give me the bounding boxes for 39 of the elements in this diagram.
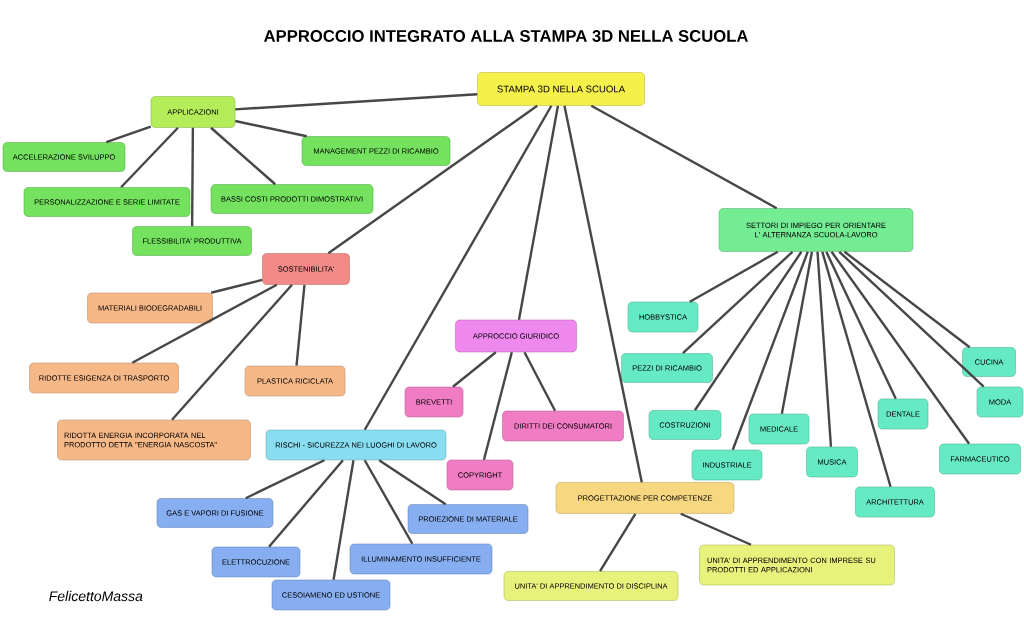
connector-line (120, 126, 179, 189)
connector-line (517, 105, 560, 320)
connector-line (105, 125, 152, 144)
connector-line (590, 104, 778, 210)
connector-line (245, 459, 325, 500)
connector-line (210, 278, 263, 294)
connector-line (843, 250, 971, 349)
connector-line (599, 513, 637, 572)
title: APPROCCIO INTEGRATO ALLA STAMPA 3D NELLA SCUOLA (264, 30, 748, 42)
connector-line (295, 284, 306, 366)
connector-line (682, 250, 794, 355)
topic-box: STAMPA 3D NELLA SCUOLA (477, 72, 645, 106)
connector-line (680, 512, 752, 546)
connector-line (838, 250, 985, 388)
connector-line (482, 351, 513, 461)
connector-line (378, 459, 447, 506)
connector-line (171, 283, 293, 421)
connector-line (780, 251, 814, 414)
connector-line (689, 250, 779, 303)
connector-line (190, 127, 195, 227)
connector-line (363, 459, 414, 545)
connector-line (731, 251, 809, 451)
connector-line (816, 251, 833, 447)
connector-line (830, 251, 971, 445)
connector-line (563, 105, 643, 483)
connector-line (235, 93, 478, 111)
connector-line (523, 351, 557, 412)
author-handle: FelicettoMassa (49, 590, 143, 602)
connector-line (363, 105, 553, 431)
connector-line (821, 251, 892, 488)
connector-line (332, 460, 355, 580)
connector-line (452, 351, 497, 388)
connector-line (268, 459, 344, 548)
connector-line (825, 251, 897, 400)
connector-line (693, 251, 803, 411)
connector-line (210, 126, 276, 186)
connector-line (327, 104, 538, 255)
connector-line (235, 119, 307, 138)
connector-line (131, 283, 278, 364)
